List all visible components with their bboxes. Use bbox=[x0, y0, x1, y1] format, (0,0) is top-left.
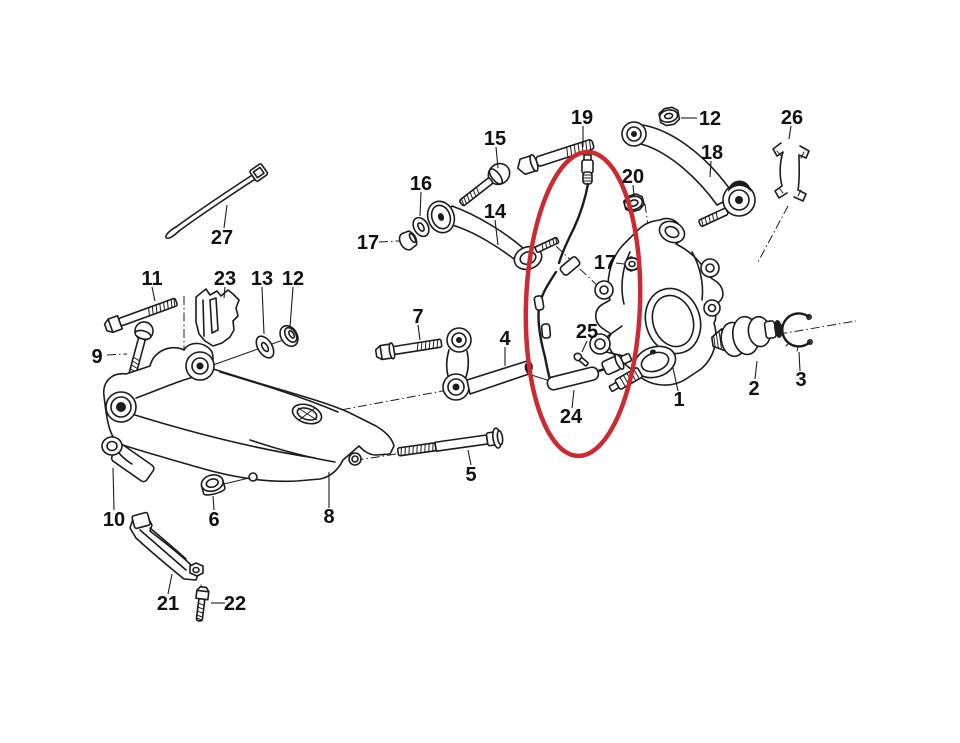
part-label-3: 3 bbox=[795, 369, 806, 391]
part-26-retaining-clips bbox=[772, 142, 810, 202]
part-7-bolt bbox=[374, 338, 443, 361]
part-4-stabilizer-rod bbox=[466, 360, 533, 395]
part-label-12-right: 12 bbox=[699, 108, 721, 130]
part-17-nut-left bbox=[398, 230, 418, 251]
part-label-16: 16 bbox=[410, 173, 432, 195]
part-label-5: 5 bbox=[465, 464, 476, 486]
part-label-4: 4 bbox=[499, 328, 511, 350]
part-label-19: 19 bbox=[571, 107, 593, 129]
part-11-bolt bbox=[103, 297, 178, 334]
part-6-nut bbox=[200, 474, 226, 496]
part-label-7: 7 bbox=[412, 306, 423, 328]
part-21-bracket bbox=[129, 511, 204, 581]
part-label-27: 27 bbox=[211, 227, 233, 249]
part-16-washer bbox=[412, 216, 430, 238]
part-label-11: 11 bbox=[141, 268, 162, 290]
part-label-17-right: 17 bbox=[594, 252, 616, 274]
part-label-1: 1 bbox=[673, 389, 684, 411]
part-label-25: 25 bbox=[576, 321, 598, 343]
stabilizer-link bbox=[442, 327, 472, 401]
abs-sensor-head bbox=[601, 352, 633, 376]
part-5-bolt bbox=[396, 427, 504, 457]
leader-lines bbox=[106, 117, 801, 604]
part-24-abs-sensor-cable bbox=[533, 154, 633, 391]
part-13-washer bbox=[255, 335, 275, 359]
highlight-ellipse bbox=[523, 149, 643, 459]
part-25-screw bbox=[573, 352, 589, 367]
part-label-14: 14 bbox=[484, 201, 507, 223]
part-label-10: 10 bbox=[103, 509, 125, 531]
part-10-stop-bracket bbox=[101, 436, 155, 483]
part-label-23: 23 bbox=[214, 268, 236, 290]
part-22-bolt bbox=[195, 585, 210, 622]
part-12-nut-left bbox=[279, 324, 299, 348]
part-label-24: 24 bbox=[560, 406, 583, 428]
part-label-6: 6 bbox=[208, 509, 219, 531]
part-label-17-left: 17 bbox=[357, 232, 379, 254]
alignment-lines bbox=[183, 203, 857, 596]
part-label-12-left: 12 bbox=[282, 268, 304, 290]
part-12-nut-right bbox=[658, 106, 681, 127]
part-3-snap-ring bbox=[777, 312, 813, 352]
part-19-bolt bbox=[517, 139, 595, 176]
part-label-13: 13 bbox=[251, 268, 273, 290]
part-label-2: 2 bbox=[748, 378, 759, 400]
part-8-trailing-arm bbox=[102, 342, 395, 483]
part-2-cv-joint bbox=[711, 315, 783, 358]
part-label-26: 26 bbox=[781, 107, 803, 129]
part-label-18: 18 bbox=[701, 142, 723, 164]
part-label-15: 15 bbox=[484, 128, 506, 150]
part-label-22: 22 bbox=[224, 593, 246, 615]
part-23-retainer-plate bbox=[195, 288, 240, 347]
part-labels: 1 2 3 4 5 6 7 8 9 10 11 12 12 13 14 15 1… bbox=[91, 107, 806, 615]
part-27-cable-tie bbox=[165, 163, 269, 240]
part-label-9: 9 bbox=[91, 346, 102, 368]
part-15-bolt bbox=[459, 162, 511, 207]
part-label-20: 20 bbox=[622, 166, 644, 188]
part-label-21: 21 bbox=[157, 593, 179, 615]
part-18-upper-control-arm bbox=[621, 121, 756, 227]
part-label-8: 8 bbox=[323, 506, 334, 528]
